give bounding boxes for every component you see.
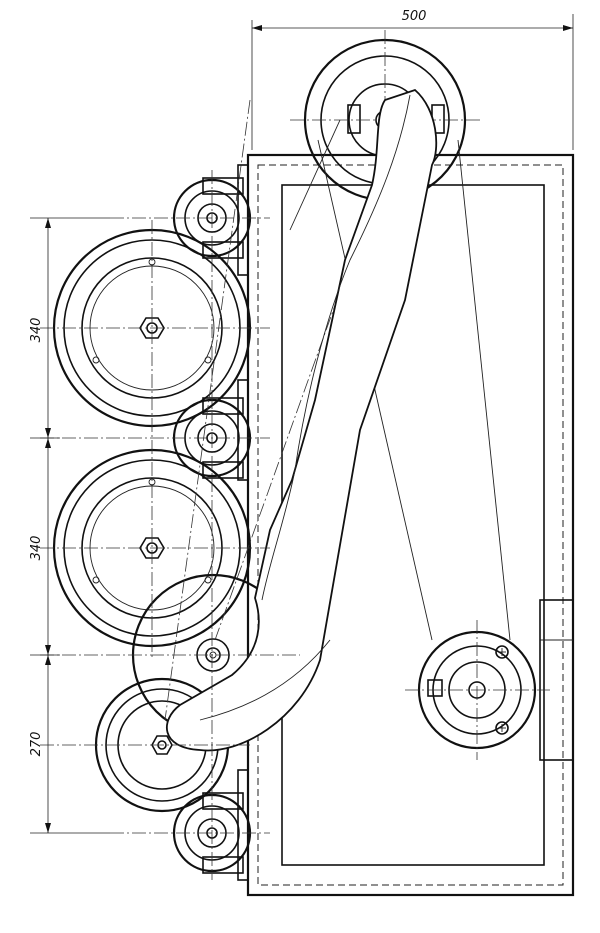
center-lines bbox=[40, 170, 300, 880]
dimension-left-lower-label: 270 bbox=[29, 732, 44, 757]
dimension-top-label: 500 bbox=[402, 9, 427, 24]
dimension-top: 500 bbox=[251, 9, 574, 150]
dimension-left-upper-label: 340 bbox=[29, 318, 44, 343]
right-pulley bbox=[405, 620, 550, 760]
dimension-left-middle-label: 340 bbox=[29, 536, 44, 561]
dimension-left: 340 340 270 bbox=[29, 217, 110, 834]
swing-arm bbox=[165, 88, 438, 752]
